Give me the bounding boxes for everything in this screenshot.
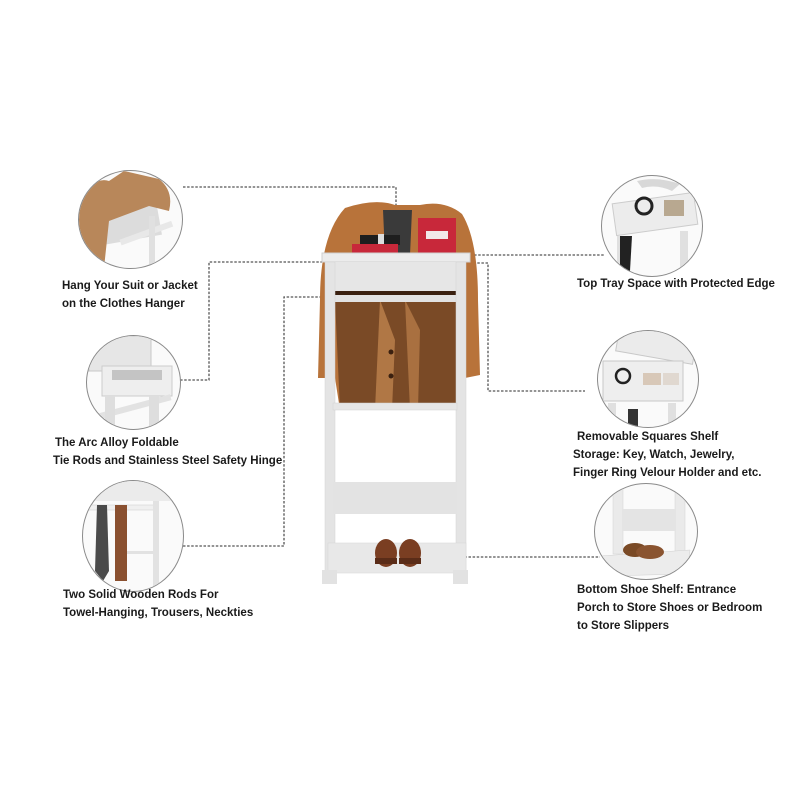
- caption-line: Tie Rods and Stainless Steel Safety Hing…: [53, 455, 283, 467]
- caption-line: Finger Ring Velour Holder and etc.: [573, 467, 762, 479]
- detail-circle-squares-shelf: [597, 330, 699, 428]
- caption-line: The Arc Alloy Foldable: [55, 437, 179, 449]
- caption-foldable-hinge: The Arc Alloy Foldable Tie Rods and Stai…: [53, 434, 282, 470]
- caption-line: to Store Slippers: [577, 620, 670, 632]
- caption-line: Hang Your Suit or Jacket: [62, 280, 198, 292]
- caption-shoe-shelf: Bottom Shoe Shelf: Entrance Porch to Sto…: [577, 581, 762, 635]
- detail-circle-foldable-hinge: [86, 335, 181, 430]
- caption-wooden-rods: Two Solid Wooden Rods For Towel-Hanging,…: [63, 586, 253, 622]
- caption-line: Bottom Shoe Shelf: Entrance: [577, 584, 737, 596]
- caption-top-tray: Top Tray Space with Protected Edge: [577, 275, 775, 293]
- detail-circle-suit-hanger: [78, 170, 183, 269]
- detail-circle-top-tray: [601, 175, 703, 277]
- caption-hang-suit: Hang Your Suit or Jacket on the Clothes …: [62, 277, 198, 313]
- caption-line: Porch to Store Shoes or Bedroom: [577, 602, 763, 614]
- caption-line: Storage: Key, Watch, Jewelry,: [573, 449, 735, 461]
- caption-line: Removable Squares Shelf: [577, 431, 719, 443]
- detail-circle-wooden-rods: [82, 480, 184, 592]
- caption-line: Towel-Hanging, Trousers, Neckties: [63, 607, 254, 619]
- detail-circle-shoe-shelf: [594, 483, 698, 580]
- caption-line: Two Solid Wooden Rods For: [63, 589, 219, 601]
- caption-line: Top Tray Space with Protected Edge: [577, 278, 775, 290]
- caption-line: on the Clothes Hanger: [62, 298, 185, 310]
- caption-squares-shelf: Removable Squares Shelf Storage: Key, Wa…: [573, 428, 762, 482]
